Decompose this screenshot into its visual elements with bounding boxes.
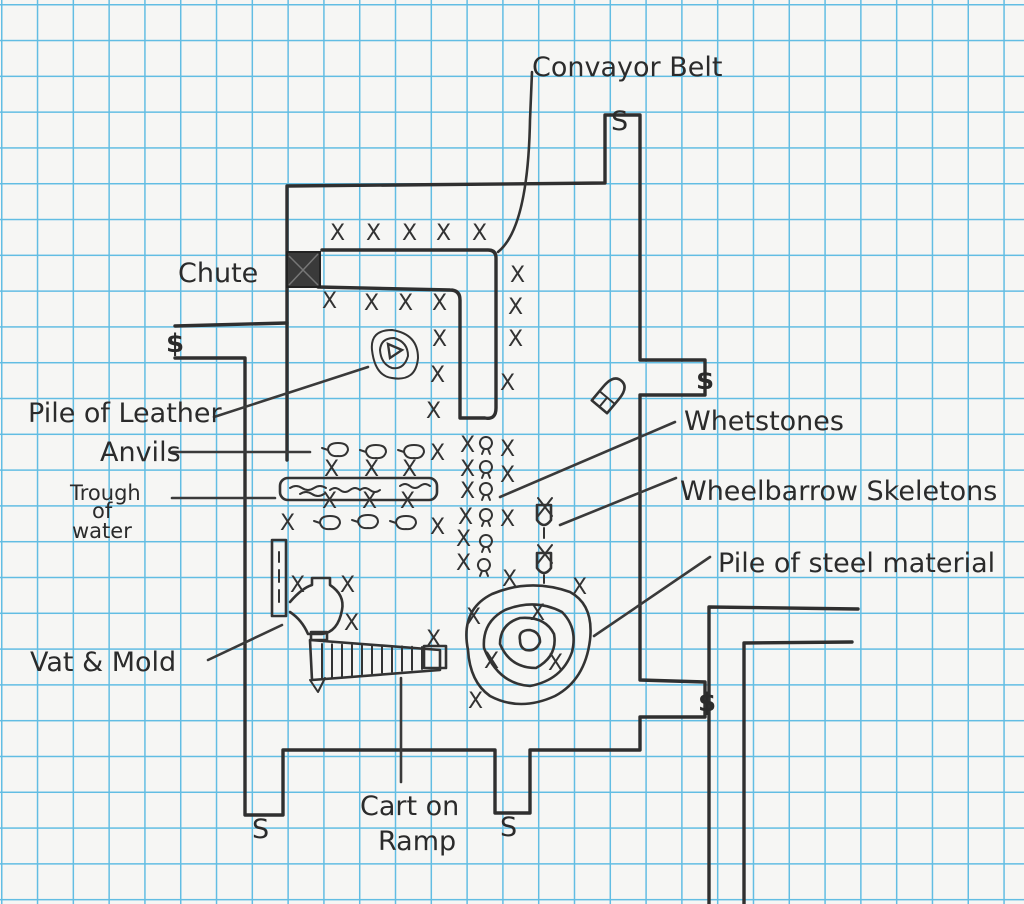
label-cart-on-ramp-line2: Ramp (378, 826, 456, 857)
anvils-icon (313, 442, 425, 531)
skeleton-x-mark: X (500, 507, 515, 532)
skeleton-x-mark: X (426, 399, 441, 424)
skeleton-x-mark: X (364, 457, 379, 482)
whetstone-icon (478, 508, 493, 527)
skeleton-x-mark: X (572, 575, 587, 600)
skeleton-x-mark: X (322, 489, 337, 514)
conveyor-feed (496, 70, 534, 254)
skeleton-x-mark: X (508, 295, 523, 320)
wall-north-west (173, 113, 707, 817)
skeleton-x-mark: X (362, 489, 377, 514)
label-whetstones: Whetstones (684, 406, 844, 437)
skeleton-x-mark: X (280, 511, 295, 536)
whetstone-east-icon (590, 377, 626, 415)
skeleton-x-mark: X (456, 551, 471, 576)
skeleton-x-mark: X (500, 437, 515, 462)
corridor-east-inner (742, 640, 854, 904)
skeleton-x-mark: X (460, 433, 475, 458)
skeleton-x-mark: X (402, 221, 417, 246)
secret-door-southeast: $ (698, 688, 716, 718)
trough-of-water-icon (278, 476, 439, 502)
label-trough-line3: water (72, 519, 132, 543)
skeleton-x-mark: X (460, 457, 475, 482)
skeleton-x-mark: X (468, 689, 483, 714)
label-conveyor-belt: Convayor Belt (532, 52, 722, 83)
skeleton-x-mark: X (432, 291, 447, 316)
anvil-icon (313, 515, 341, 531)
label-cart-on-ramp-line1: Cart on (360, 791, 459, 822)
corridor-east-outer (707, 605, 860, 904)
skeleton-x-mark: X (364, 291, 379, 316)
label-trough-line1: Trough (69, 481, 141, 505)
skeleton-x-mark: X (432, 327, 447, 352)
skeleton-x-mark: X (436, 221, 451, 246)
skeleton-x-mark: X (548, 651, 563, 676)
skeleton-x-mark: X (460, 479, 475, 504)
pile-of-steel-icon (465, 584, 592, 706)
skeleton-x-mark: X (500, 463, 515, 488)
whetstone-icon (476, 558, 491, 577)
skeleton-x-mark: X (510, 263, 525, 288)
secret-door-west: $ (166, 329, 184, 359)
skeleton-x-mark: X (398, 291, 413, 316)
leader-lines (170, 365, 712, 784)
whetstone-icon (478, 534, 493, 553)
label-wheelbarrow-skeletons: Wheelbarrow Skeletons (680, 476, 997, 507)
whetstone-icon (478, 460, 493, 479)
skeleton-x-mark: X (366, 221, 381, 246)
cart-on-ramp-icon (308, 638, 448, 693)
skeleton-x-mark: X (340, 573, 355, 598)
wheelbarrow-skeletons-icon (535, 497, 553, 584)
skeleton-x-mark: X (430, 515, 445, 540)
skeleton-x-mark: X (472, 221, 487, 246)
skeleton-x-mark: X (324, 457, 339, 482)
skeleton-x-mark: X (344, 611, 359, 636)
stair-south: S (500, 812, 517, 843)
stair-north: S (611, 106, 628, 137)
skeleton-x-mark: X (466, 605, 481, 630)
wall-west-entry (173, 321, 289, 328)
vat-and-mold-icon (270, 538, 344, 642)
anvil-icon (359, 444, 387, 460)
walls (173, 70, 860, 904)
anvil-icon (351, 514, 379, 530)
anvil-icon (397, 444, 425, 460)
pile-of-leather-icon (370, 329, 419, 380)
skeleton-x-mark: X (430, 363, 445, 388)
skeleton-x-mark: X (400, 489, 415, 514)
skeleton-x-mark: X (402, 457, 417, 482)
label-trough-line2: of (92, 499, 113, 523)
skeleton-x-mark: X (500, 371, 515, 396)
skeleton-x-mark: X (508, 327, 523, 352)
label-chute: Chute (178, 258, 258, 289)
stair-southwest: S (252, 814, 269, 845)
label-pile-of-steel: Pile of steel material (718, 548, 995, 579)
label-vat-and-mold: Vat & Mold (30, 647, 176, 678)
whetstone-icon (478, 436, 493, 455)
conveyor-belt (316, 248, 498, 420)
label-anvils: Anvils (100, 437, 181, 468)
skeleton-x-mark: X (458, 505, 473, 530)
anvil-icon (321, 442, 349, 458)
skeleton-x-mark: X (502, 567, 517, 592)
secret-door-east: $ (696, 366, 714, 396)
skeleton-x-mark: X (456, 527, 471, 552)
anvil-icon (389, 515, 417, 531)
skeleton-x-mark: X (430, 441, 445, 466)
skeleton-x-mark: X (322, 289, 337, 314)
skeleton-x-mark: X (330, 221, 345, 246)
label-pile-of-leather: Pile of Leather (28, 398, 223, 429)
whetstone-icon (478, 482, 493, 501)
whetstones-icon (476, 436, 493, 577)
